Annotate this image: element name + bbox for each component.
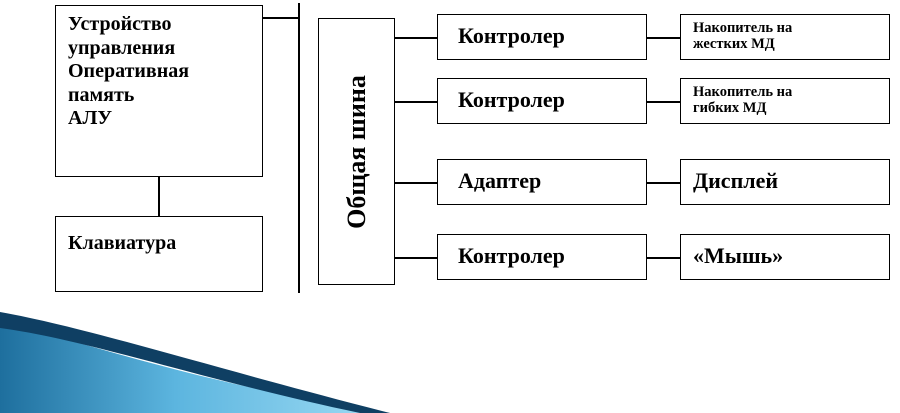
adapter-label: Адаптер [458, 168, 542, 193]
bus-separator-line [298, 3, 300, 293]
row1-link-line [647, 37, 680, 39]
cpu-line-4: память [68, 83, 135, 106]
fdd-label-line-1: Накопитель на [693, 84, 793, 100]
cpu-block: Устройство управления Оперативная память… [55, 5, 263, 177]
cpu-to-bus-line [263, 17, 298, 19]
display-label: Дисплей [693, 168, 779, 193]
hdd-box: Накопитель на жестких МД [680, 14, 890, 60]
row4-link-line [647, 257, 680, 259]
mouse-label: «Мышь» [693, 243, 784, 268]
cpu-to-keyboard-line [158, 177, 160, 216]
controller-label-1: Контролер [458, 23, 565, 48]
bus-to-row3-line [395, 182, 437, 184]
adapter-box: Адаптер [437, 159, 647, 205]
row3-link-line [647, 182, 680, 184]
controller-box-4: Контролер [437, 234, 647, 280]
cpu-line-3: Оперативная [68, 60, 190, 82]
keyboard-block: Клавиатура [55, 216, 263, 292]
fdd-label-line-2: гибких МД [693, 100, 767, 116]
controller-label-4: Контролер [458, 243, 565, 268]
hdd-label-line-1: Накопитель на [693, 20, 793, 36]
decorative-swoosh [0, 312, 390, 413]
cpu-line-2: управления [68, 36, 176, 59]
controller-label-2: Контролер [458, 87, 565, 112]
bus-to-row2-line [395, 101, 437, 103]
mouse-box: «Мышь» [680, 234, 890, 280]
bus-block: Общая шина [318, 18, 395, 285]
controller-box-1: Контролер [437, 14, 647, 60]
row2-link-line [647, 101, 680, 103]
bus-label: Общая шина [341, 74, 371, 229]
keyboard-label: Клавиатура [68, 232, 177, 254]
fdd-box: Накопитель на гибких МД [680, 78, 890, 124]
cpu-line-5: АЛУ [68, 107, 113, 129]
bus-to-row4-line [395, 257, 437, 259]
controller-box-2: Контролер [437, 78, 647, 124]
bus-to-row1-line [395, 37, 437, 39]
cpu-line-1: Устройство [68, 13, 172, 35]
hdd-label-line-2: жестких МД [693, 36, 775, 52]
display-box: Дисплей [680, 159, 890, 205]
